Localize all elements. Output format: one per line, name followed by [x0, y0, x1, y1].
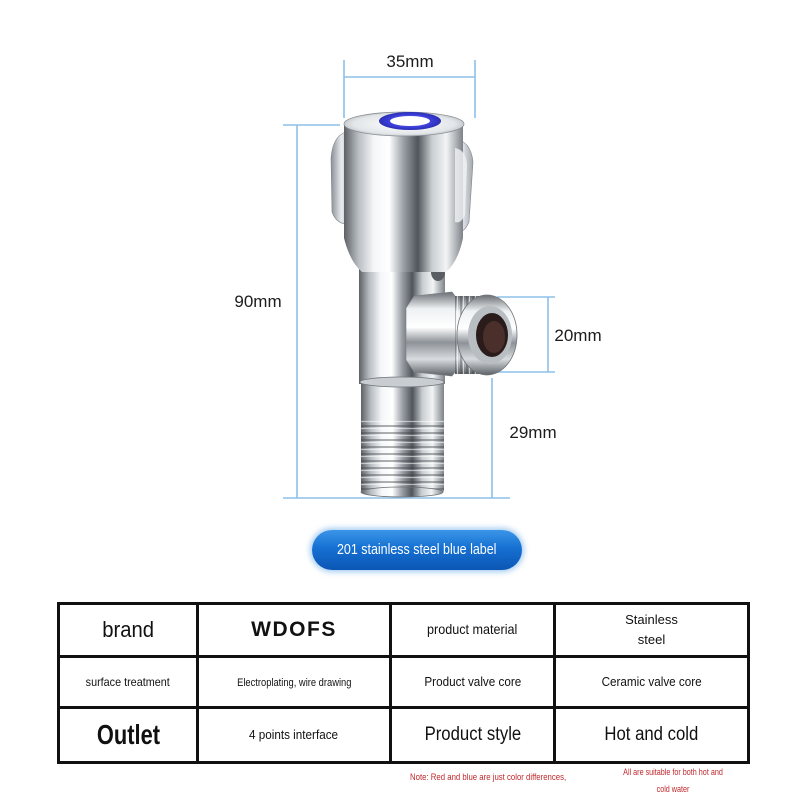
valve-inlet-thread	[359, 376, 445, 498]
table-row: brand WDOFS product material Stainless s…	[57, 602, 750, 658]
spec-label-style: Product style	[389, 706, 556, 764]
product-label-badge: 201 stainless steel blue label	[312, 530, 522, 570]
spec-value-material: Stainless steel	[553, 602, 750, 658]
usage-note-line: All are suitable for both hot and	[623, 767, 723, 777]
cell-text: Stainless steel	[625, 612, 678, 647]
blue-label-ring-icon	[379, 112, 441, 130]
spec-label-surface: surface treatment	[57, 655, 199, 709]
angle-valve-diagram: 35mm 90mm 20mm 29mm	[234, 52, 602, 499]
cell-text: surface treatment	[85, 675, 171, 689]
table-row: Outlet 4 points interface Product style …	[57, 706, 750, 764]
cell-text: brand	[102, 617, 154, 642]
spec-value-surface: Electroplating, wire drawing	[196, 655, 392, 709]
cell-text: Hot and cold	[604, 724, 699, 745]
usage-note-line: cold water	[656, 784, 690, 794]
dimension-outlet-size: 20mm	[554, 326, 601, 345]
valve-outlet	[405, 263, 518, 377]
spec-label-material: product material	[389, 602, 556, 658]
spec-label-outlet: Outlet	[57, 706, 199, 764]
cell-text: product material	[427, 621, 518, 637]
cell-text: Electroplating, wire drawing	[236, 677, 352, 689]
spec-value-brand: WDOFS	[196, 602, 392, 658]
color-note: Note: Red and blue are just color differ…	[410, 772, 567, 783]
dimension-top-width: 35mm	[386, 52, 433, 71]
usage-note: All are suitable for both hot and cold w…	[609, 764, 737, 798]
spec-label-core: Product valve core	[389, 655, 556, 709]
product-label-text: 201 stainless steel blue label	[337, 542, 497, 558]
cell-text: 4 points interface	[249, 727, 339, 742]
spec-value-style: Hot and cold	[553, 706, 750, 764]
cell-text: Product valve core	[424, 674, 521, 689]
dimension-total-height: 90mm	[234, 292, 281, 311]
cell-text: Outlet	[96, 719, 160, 750]
spec-value-core: Ceramic valve core	[553, 655, 750, 709]
cell-text: WDOFS	[251, 618, 337, 641]
spec-table: brand WDOFS product material Stainless s…	[57, 602, 750, 764]
valve-handle	[330, 111, 474, 272]
cell-text: Ceramic valve core	[601, 674, 702, 689]
spec-label-brand: brand	[57, 602, 199, 658]
dimension-inlet-length: 29mm	[509, 423, 556, 442]
cell-text: Product style	[424, 724, 521, 745]
table-row: surface treatment Electroplating, wire d…	[57, 655, 750, 709]
spec-value-outlet: 4 points interface	[196, 706, 392, 764]
